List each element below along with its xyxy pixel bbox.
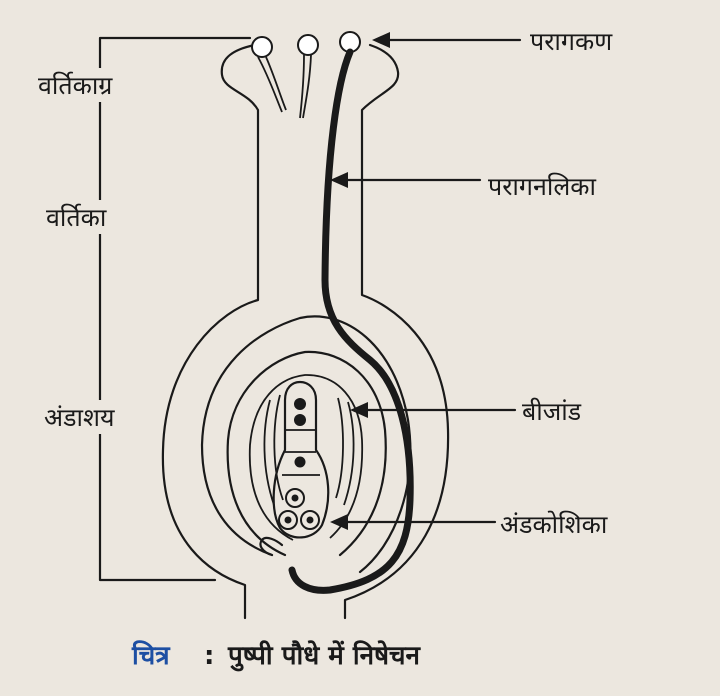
caption-separator: : bbox=[204, 641, 214, 671]
polar-nucleus bbox=[294, 456, 306, 468]
integument-lines-right bbox=[335, 397, 355, 506]
synergid-nucleus bbox=[306, 516, 314, 524]
pollen-tube bbox=[288, 48, 414, 594]
short-pollen-tube bbox=[257, 56, 287, 113]
label-ovule: बीजांड bbox=[522, 397, 582, 426]
egg-nucleus bbox=[284, 516, 292, 524]
arrowhead bbox=[350, 402, 368, 418]
label-bg bbox=[30, 68, 150, 102]
pollen-grain bbox=[297, 34, 319, 56]
synergid-nucleus bbox=[291, 494, 299, 502]
caption-text: पुष्पी पौधे में निषेचन bbox=[227, 640, 422, 672]
synergid-cell bbox=[285, 488, 305, 508]
synergid-cell bbox=[300, 510, 320, 530]
pistil-outline bbox=[161, 43, 450, 620]
short-pollen-tube bbox=[299, 54, 312, 119]
label-pollen-grain: परागकण bbox=[530, 27, 613, 56]
ovule-inner-integument bbox=[248, 374, 364, 541]
left-bracket-line bbox=[98, 36, 252, 582]
integument-lines-left bbox=[263, 394, 284, 506]
embryo-sac-dividers bbox=[282, 429, 320, 476]
ovule-outer-integument bbox=[226, 350, 387, 557]
arrowhead bbox=[372, 32, 390, 48]
pollen-grain bbox=[251, 36, 273, 58]
embryo-sac bbox=[272, 380, 330, 539]
label-stigma: वर्तिकाग्र bbox=[38, 71, 113, 100]
arrowhead bbox=[330, 514, 348, 530]
label-pollen-tube: परागनलिका bbox=[488, 172, 596, 201]
label-bg bbox=[40, 400, 155, 434]
label-bg bbox=[30, 200, 140, 234]
label-style: वर्तिका bbox=[46, 203, 107, 232]
antipodal-cell bbox=[294, 398, 306, 410]
label-ovary: अंडाशय bbox=[44, 403, 115, 432]
label-egg-cell: अंडकोशिका bbox=[500, 510, 608, 539]
ovary-inner-wall bbox=[200, 315, 412, 574]
arrowhead bbox=[330, 172, 348, 188]
egg-cell bbox=[278, 510, 298, 530]
antipodal-cell bbox=[294, 414, 306, 426]
caption-prefix: चित्र bbox=[131, 640, 171, 671]
